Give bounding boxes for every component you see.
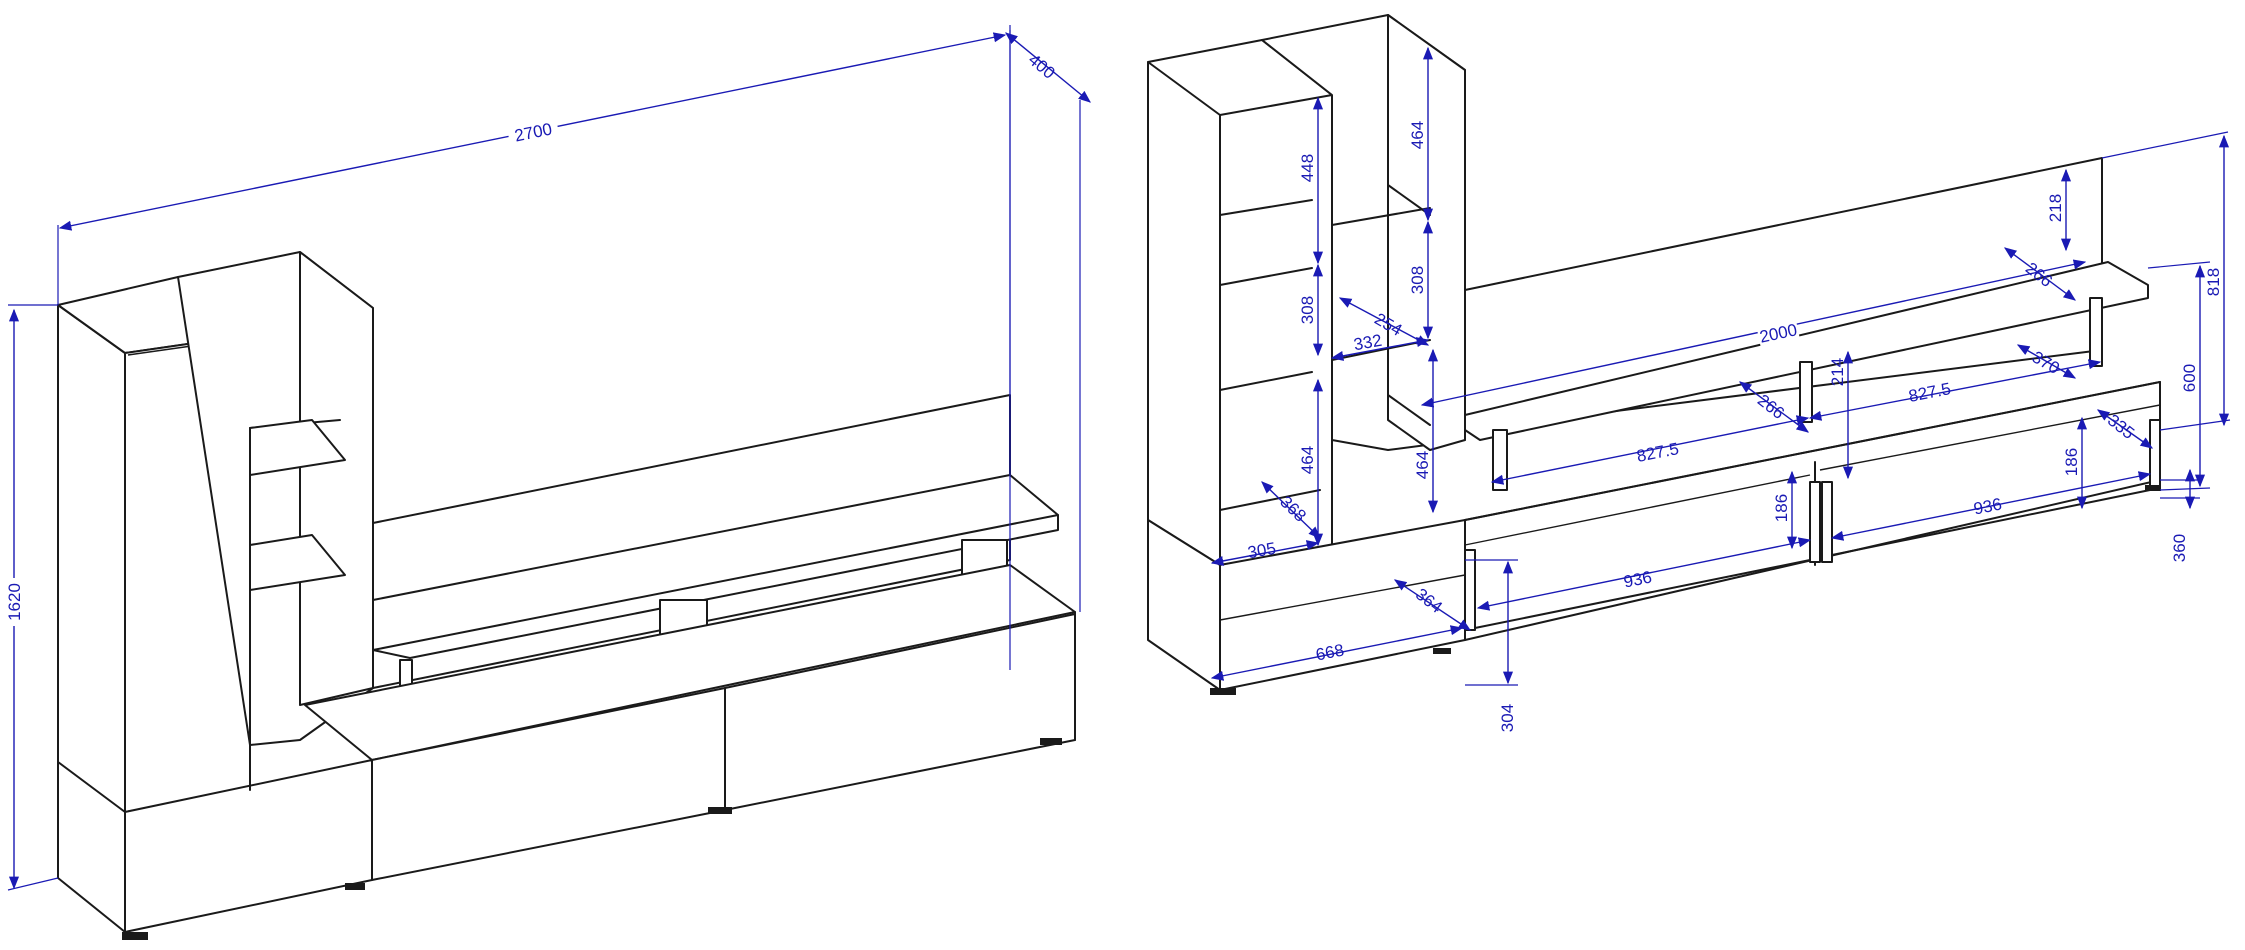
drawer-runner-mid-a [1809, 481, 1821, 563]
dim-drawer-height-right: 186 [2062, 448, 2081, 476]
dim-mid-section-top: 464 [1408, 121, 1427, 149]
dim-line-overall-depth [1005, 32, 1091, 103]
dim-upper-gap: 214 [1828, 358, 1847, 386]
carcass-shelf-support-right [2089, 297, 2103, 367]
carcass-shelf-support-mid [1799, 361, 1813, 423]
drawer-runner-mid-b [1821, 481, 1833, 563]
carcass-second-tower-side [1387, 14, 1466, 451]
dim-mid-section-middle: 308 [1408, 266, 1427, 294]
dim-line-compartment-right [1808, 359, 2102, 421]
assembled-unit-view: 2700 400 1620 [2, 25, 1091, 940]
open-shelf-tower-side [299, 251, 374, 706]
dim-line-base-width [1210, 625, 1464, 681]
dim-right-plinth-height: 360 [2170, 534, 2189, 562]
dim-overall-height: 1620 [5, 583, 24, 621]
dim-base-height: 304 [1498, 704, 1517, 732]
carcass-tall-tower-front [1147, 61, 1221, 566]
dim-tall-cabinet-width: 305 [1246, 539, 1277, 563]
dim-tall-shelf-bottom: 464 [1298, 446, 1317, 474]
dim-mid-section-bottom: 464 [1413, 451, 1432, 479]
dim-line-tall-cabinet-width [1210, 540, 1320, 566]
dim-line-drawer-depth [2096, 409, 2154, 449]
dim-tall-shelf-top: 448 [1298, 154, 1317, 182]
dim-back-panel-height: 218 [2046, 194, 2065, 222]
dim-line-mid-shelf-width [1330, 337, 1430, 361]
dim-compartment-left: 827.5 [1635, 439, 1680, 466]
dim-drawer-height-left: 186 [1772, 494, 1791, 522]
dim-line-drawer-width-left [1476, 537, 1812, 611]
drawer-runner-right [2149, 419, 2161, 489]
dim-line-compartment-left [1490, 415, 1810, 485]
dim-mid-shelf-width: 332 [1352, 331, 1383, 355]
dim-right-total-height: 818 [2204, 268, 2223, 296]
drawer-runner-left [1464, 549, 1476, 631]
dim-tall-shelf-middle: 308 [1298, 296, 1317, 324]
dim-overall-depth: 400 [1025, 50, 1059, 83]
dim-line-top-shelf-width [1420, 259, 2087, 408]
dim-line-drawer-width-right [1830, 471, 2152, 541]
dim-compartment-right: 827.5 [1907, 379, 1952, 406]
dim-right-body-height: 600 [2180, 364, 2199, 392]
dim-line-base-depth [1393, 579, 1472, 631]
dim-line-tall-cabinet-depth [1261, 481, 1321, 539]
dimensioned-carcass-view: 448 308 464 368 305 464 308 464 254 332 … [1147, 14, 2231, 732]
